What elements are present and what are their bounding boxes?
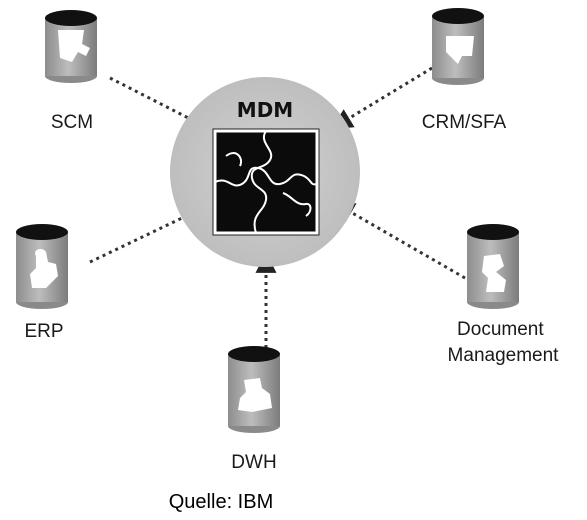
source-caption: Quelle: IBM	[169, 491, 273, 513]
system-label-crm: CRM/SFA	[422, 112, 507, 133]
cylinder-erp	[16, 224, 68, 309]
system-label-doc: Document Management	[448, 319, 560, 366]
puzzle-piece-icon	[58, 30, 90, 62]
arrow-doc-mdm	[333, 201, 466, 280]
puzzle-piece-icon	[238, 378, 272, 412]
arrow-crm-mdm	[331, 66, 433, 130]
puzzle-piece-icon	[482, 254, 506, 292]
cylinder-crm	[432, 8, 484, 85]
system-label-scm: SCM	[51, 112, 93, 133]
mdm-hub: MDM	[170, 77, 360, 267]
cylinder-doc	[467, 224, 519, 309]
puzzle-piece-icon	[30, 249, 58, 288]
system-label-erp: ERP	[24, 321, 63, 342]
cylinder-dwh	[228, 346, 280, 433]
puzzle-piece-icon	[446, 36, 474, 64]
system-label-doc-line1: Document	[457, 319, 544, 340]
puzzle-icon	[212, 128, 320, 236]
system-label-dwh: DWH	[231, 452, 276, 473]
cylinder-scm	[45, 10, 97, 83]
hub-title: MDM	[237, 98, 293, 122]
system-label-doc-line2: Management	[448, 345, 560, 366]
